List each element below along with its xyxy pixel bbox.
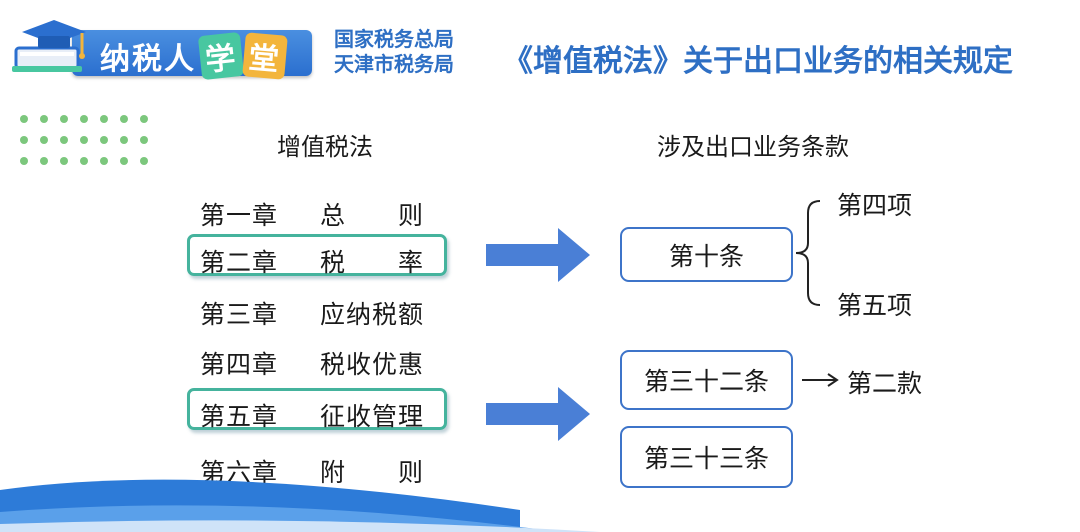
decorative-dot — [20, 115, 28, 123]
logo-text: 纳税人学堂 — [100, 31, 288, 81]
highlight-box-chapter-2 — [187, 234, 447, 276]
right-heading: 涉及出口业务条款 — [657, 133, 849, 161]
chapter-number: 第二章 — [200, 248, 279, 277]
tax-bureau-name: 国家税务总局 天津市税务局 — [334, 27, 454, 77]
bureau-line-2: 天津市税务局 — [334, 52, 454, 76]
chapter-name: 总 则 — [320, 201, 425, 230]
decorative-dot — [100, 157, 108, 165]
chapter-row: 第三章 应纳税额 — [200, 295, 424, 331]
decorative-dot — [40, 157, 48, 165]
article-33-label: 第三十三条 — [643, 444, 769, 473]
curly-brace-icon — [795, 200, 821, 306]
decorative-dot — [100, 136, 108, 144]
decorative-bottom-wave — [0, 479, 600, 532]
chapter-name: 应纳税额 — [320, 300, 425, 329]
decorative-dot — [40, 115, 48, 123]
decorative-dot — [60, 115, 68, 123]
page-title: 《增值税法》关于出口业务的相关规定 — [503, 44, 1013, 79]
small-arrow-icon — [802, 373, 839, 387]
highlight-box-chapter-5 — [187, 388, 447, 430]
chapter-name: 征收管理 — [320, 402, 425, 431]
chapter-row: 第四章 税收优惠 — [200, 345, 424, 381]
chapter-number: 第三章 — [200, 300, 279, 329]
decorative-dot — [80, 157, 88, 165]
logo-text-highlight-1: 学 — [197, 31, 245, 81]
chapter-number: 第五章 — [200, 402, 279, 431]
decorative-dot-grid — [20, 115, 152, 169]
right-arrow-icon — [486, 228, 590, 282]
logo-text-highlight-2: 堂 — [242, 32, 288, 80]
decorative-dot — [120, 115, 128, 123]
decorative-dot — [60, 157, 68, 165]
chapter-row: 第五章 征收管理 — [200, 397, 424, 433]
graduation-cap-book-icon — [12, 20, 86, 72]
item-label: 第五项 — [837, 291, 913, 320]
logo-text-main: 纳税人 — [100, 42, 196, 77]
bureau-line-1: 国家税务总局 — [334, 27, 454, 51]
decorative-dot — [20, 136, 28, 144]
chapter-name: 税 率 — [320, 248, 425, 277]
decorative-dot — [40, 136, 48, 144]
decorative-dot — [80, 115, 88, 123]
article-32-label: 第三十二条 — [643, 367, 769, 396]
decorative-dot — [140, 136, 148, 144]
right-arrow-icon — [486, 387, 590, 441]
chapter-row: 第一章 总 则 — [200, 196, 424, 232]
chapter-name: 税收优惠 — [320, 350, 425, 379]
logo: 纳税人学堂 — [12, 14, 312, 81]
left-heading: 增值税法 — [277, 133, 373, 161]
decorative-dot — [60, 136, 68, 144]
article-32-box: 第三十二条 — [620, 350, 793, 410]
decorative-dot — [80, 136, 88, 144]
decorative-dot — [140, 115, 148, 123]
chapter-row: 第二章 税 率 — [200, 243, 424, 279]
article-10-label: 第十条 — [668, 241, 744, 271]
chapter-number: 第四章 — [200, 350, 279, 379]
article-33-box: 第三十三条 — [620, 426, 793, 488]
decorative-dot — [140, 157, 148, 165]
item-label: 第四项 — [837, 191, 913, 220]
clause-label: 第二款 — [847, 369, 923, 398]
article-10-box: 第十条 — [620, 227, 793, 282]
decorative-dot — [100, 115, 108, 123]
decorative-dot — [20, 157, 28, 165]
decorative-dot — [120, 157, 128, 165]
decorative-dot — [120, 136, 128, 144]
chapter-number: 第一章 — [200, 201, 279, 230]
chapter-name: 附 则 — [320, 458, 425, 487]
